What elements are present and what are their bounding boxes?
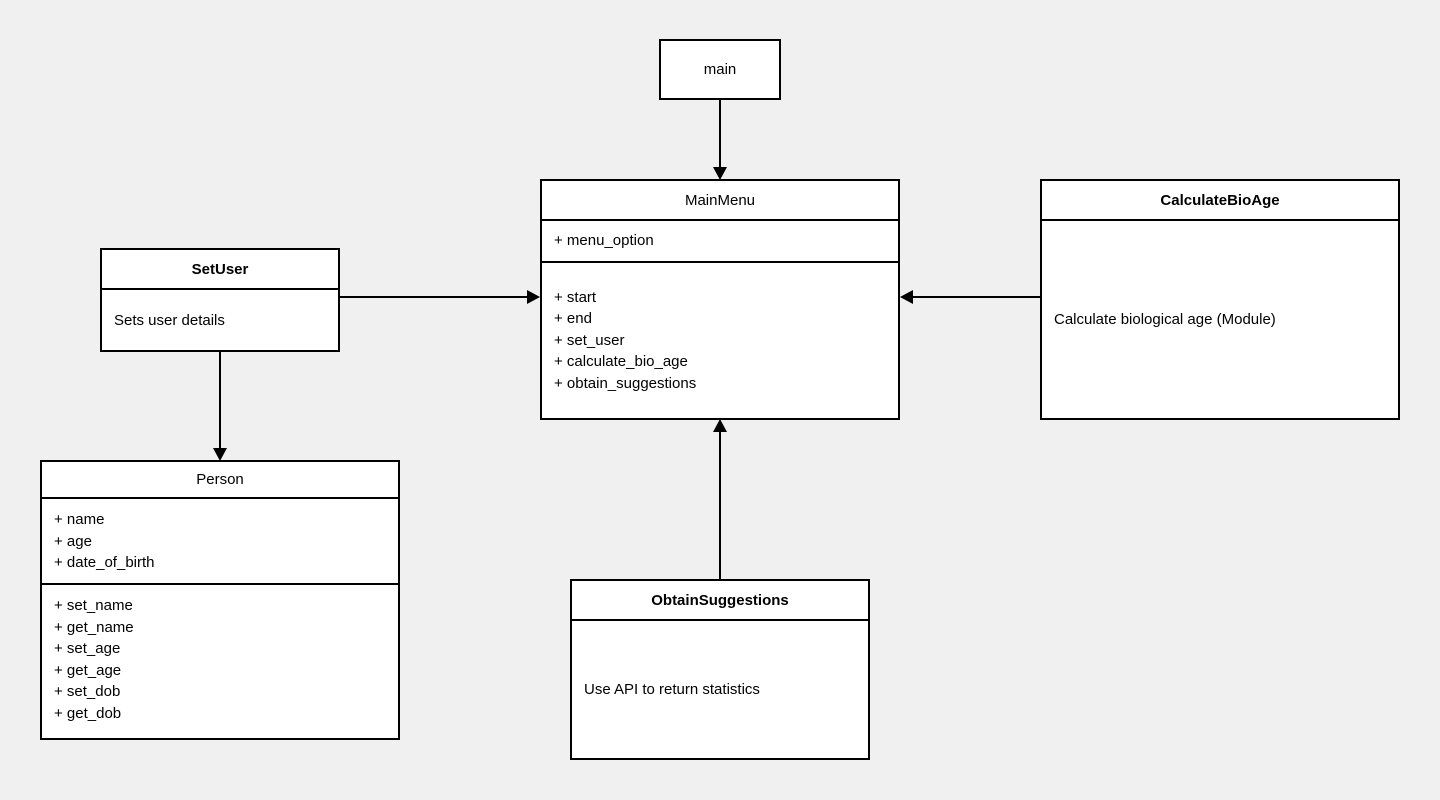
description-text: Sets user details bbox=[114, 311, 225, 329]
operation-item: + set_dob bbox=[54, 683, 121, 700]
class-box-main[interactable]: main bbox=[659, 39, 781, 100]
class-title-setuser: SetUser bbox=[102, 250, 338, 288]
class-title-main: main bbox=[661, 41, 779, 98]
class-attributes-person: + name + age + date_of_birth bbox=[42, 497, 398, 583]
class-operations-mainmenu: + start + end + set_user + calculate_bio… bbox=[542, 261, 898, 418]
edge-setuser-to-mainmenu bbox=[340, 290, 540, 304]
class-title-calculatebioage: CalculateBioAge bbox=[1042, 181, 1398, 219]
description-text: Calculate biological age (Module) bbox=[1054, 311, 1276, 328]
operation-item: + set_name bbox=[54, 597, 133, 614]
class-box-mainmenu[interactable]: MainMenu + menu_option + start + end + s… bbox=[540, 179, 900, 420]
operation-item: + get_name bbox=[54, 618, 134, 636]
class-description-obtainsuggestions: Use API to return statistics bbox=[572, 619, 868, 758]
operation-item: + start bbox=[554, 288, 597, 306]
class-box-obtainsuggestions[interactable]: ObtainSuggestions Use API to return stat… bbox=[570, 579, 870, 760]
class-operations-person: + set_name + get_name + set_age + get_ag… bbox=[42, 583, 398, 738]
edge-main-to-mainmenu bbox=[713, 100, 727, 180]
edge-setuser-to-person bbox=[213, 352, 227, 461]
class-name-label: Person bbox=[196, 471, 244, 488]
operation-item: + get_age bbox=[54, 661, 122, 679]
operation-item: + calculate_bio_age bbox=[554, 353, 688, 371]
attribute-item: + date_of_birth bbox=[54, 554, 155, 571]
description-text: Use API to return statistics bbox=[584, 681, 760, 698]
operation-item: + set_user bbox=[554, 331, 625, 349]
class-title-mainmenu: MainMenu bbox=[542, 181, 898, 219]
class-description-calculatebioage: Calculate biological age (Module) bbox=[1042, 219, 1398, 418]
edge-obtainsuggestions-to-mainmenu bbox=[713, 419, 727, 579]
class-title-person: Person bbox=[42, 462, 398, 497]
attribute-item: + age bbox=[54, 532, 92, 550]
class-title-obtainsuggestions: ObtainSuggestions bbox=[572, 581, 868, 619]
operation-item: + obtain_suggestions bbox=[554, 374, 697, 392]
operation-item: + end bbox=[554, 310, 592, 328]
class-name-label: SetUser bbox=[191, 260, 249, 278]
class-name-label: MainMenu bbox=[684, 191, 756, 209]
class-description-setuser: Sets user details bbox=[102, 288, 338, 350]
operation-item: + set_age bbox=[54, 640, 121, 657]
class-name-label: ObtainSuggestions bbox=[651, 591, 789, 609]
class-box-setuser[interactable]: SetUser Sets user details bbox=[100, 248, 340, 352]
class-name-label: main bbox=[703, 61, 737, 78]
edge-calculatebioage-to-mainmenu bbox=[900, 290, 1040, 304]
class-attributes-mainmenu: + menu_option bbox=[542, 219, 898, 261]
class-box-calculatebioage[interactable]: CalculateBioAge Calculate biological age… bbox=[1040, 179, 1400, 420]
attribute-item: + menu_option bbox=[554, 232, 654, 250]
operation-item: + get_dob bbox=[54, 704, 122, 722]
class-box-person[interactable]: Person + name + age + date_of_birth + se… bbox=[40, 460, 400, 740]
attribute-item: + name bbox=[54, 511, 105, 528]
class-name-label: CalculateBioAge bbox=[1160, 191, 1280, 209]
